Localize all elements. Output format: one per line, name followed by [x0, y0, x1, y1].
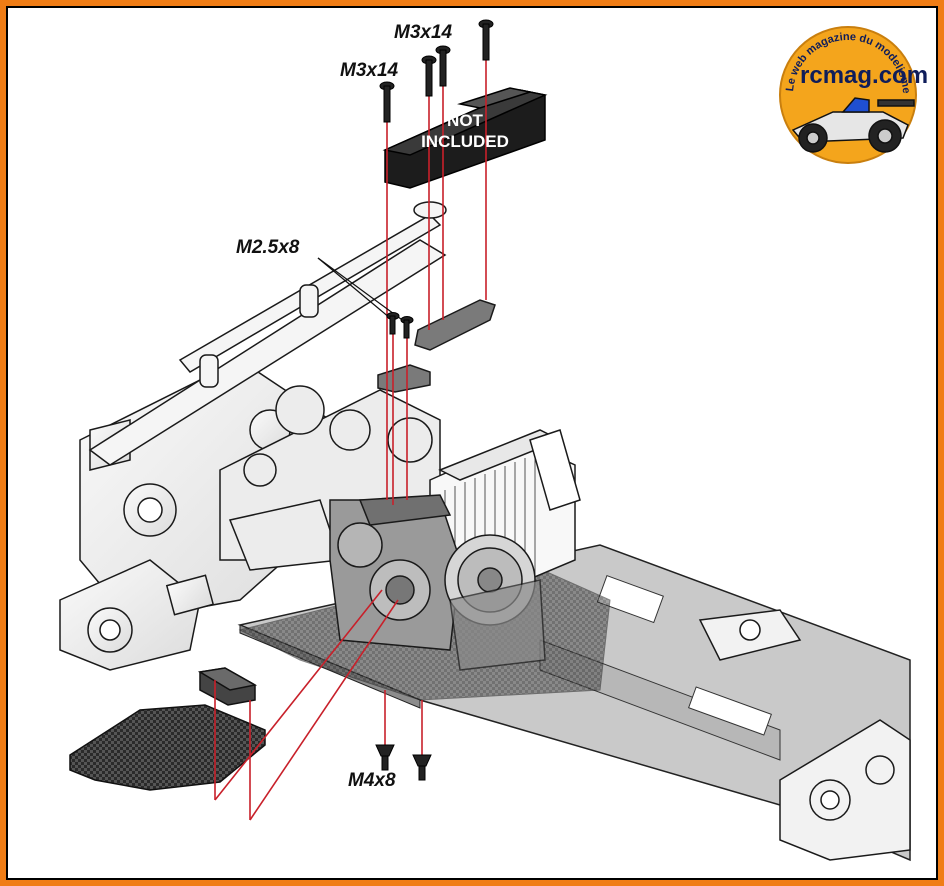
not-included-block	[382, 87, 548, 189]
screw-m2-5x8-b	[400, 316, 414, 339]
carbon-lower-plate	[69, 667, 266, 791]
screw-m4x8-b	[412, 754, 432, 781]
screw-m4x8-a	[375, 744, 395, 771]
screw-m3x14-d	[379, 81, 395, 123]
motor-mount	[329, 494, 546, 671]
rcmag-logo: Le web magazine du modelisme	[779, 26, 917, 164]
label-m4x8: M4x8	[348, 770, 396, 791]
screws	[375, 19, 494, 781]
label-m2-5x8: M2.5x8	[236, 237, 300, 258]
not-included-line-2: INCLUDED	[421, 132, 509, 151]
screw-m3x14-c	[421, 55, 437, 97]
assembly-guide-lines	[214, 60, 487, 821]
label-m3x14: M3x14	[340, 60, 399, 81]
not-included-label: NOT INCLUDED	[400, 110, 530, 152]
servo-brace	[377, 299, 496, 393]
screw-m3x14-b	[435, 45, 451, 87]
m2-5x8-pointer-lines	[317, 257, 406, 323]
logo-buggy-icon	[791, 97, 915, 153]
logo-brand: rcmag.com	[800, 62, 929, 89]
label-m3x14-top: M3x14	[394, 22, 453, 43]
screw-m2-5x8-a	[386, 312, 400, 335]
screw-m3x14-a	[478, 19, 494, 61]
rear-suspension-assembly	[698, 609, 911, 861]
not-included-line-1: NOT	[447, 111, 483, 130]
upper-deck	[88, 201, 447, 466]
